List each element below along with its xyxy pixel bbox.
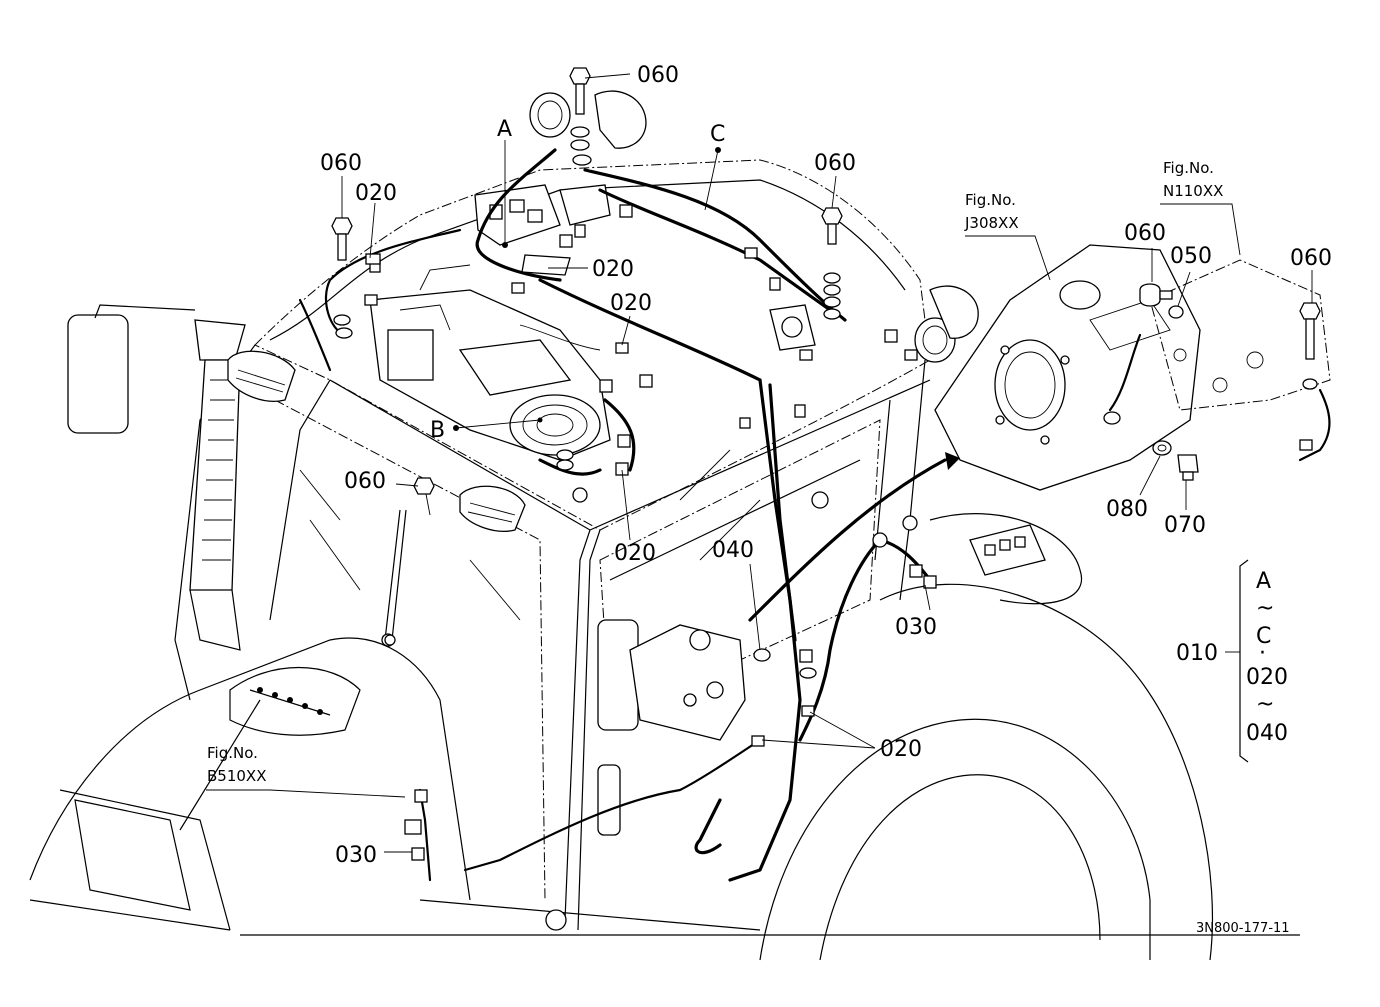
bolt-060-n: [1299, 302, 1321, 390]
label-020-lower: 020: [614, 541, 656, 566]
exhaust-stack: [189, 319, 246, 651]
callout-labels: 060 060 020 060 020 020 060 020 040 030 …: [320, 63, 1332, 868]
label-050: 050: [1170, 244, 1212, 269]
label-060-n: 060: [1290, 246, 1332, 271]
bolt-060-right: [821, 207, 843, 320]
assembly-legend: 010 A ~ C · 020 ~ 040: [1176, 569, 1288, 746]
label-020-mid: 020: [592, 257, 634, 282]
label-060-right: 060: [814, 151, 856, 176]
legend-item-tilde2: ~: [1256, 692, 1274, 717]
label-060-lower: 060: [344, 469, 386, 494]
figure-references: Fig.No. J308XX Fig.No. N110XX Fig.No. B5…: [207, 159, 1223, 785]
hood-grille: [257, 687, 323, 715]
legend-item-dot: ·: [1259, 641, 1266, 666]
transmission-housing: [934, 244, 1201, 491]
fig-ref-j308-line1: Fig.No.: [965, 191, 1016, 209]
label-070: 070: [1164, 513, 1206, 538]
label-020-bottom: 020: [880, 737, 922, 762]
label-020-mid2: 020: [610, 291, 652, 316]
switch-panel: [969, 524, 1046, 576]
label-030-right: 030: [895, 615, 937, 640]
label-030-left: 030: [335, 843, 377, 868]
control-valve: [629, 624, 746, 741]
bolt-060-left: [331, 217, 353, 339]
bolt-060-j: [1139, 283, 1173, 307]
left-mirror: [67, 304, 196, 434]
legend-item-040: 040: [1246, 721, 1288, 746]
washer-assembly: [753, 411, 1121, 679]
label-040: 040: [712, 538, 754, 563]
fig-ref-n110-line1: Fig.No.: [1163, 159, 1214, 177]
work-lights: [227, 90, 979, 532]
wiper-arm: [381, 509, 407, 647]
label-060-top: 060: [637, 63, 679, 88]
washer-080: [1152, 440, 1172, 456]
legend-item-020: 020: [1246, 665, 1288, 690]
letter-b: B: [430, 418, 445, 443]
label-060-left: 060: [320, 151, 362, 176]
fig-ref-b510-line1: Fig.No.: [207, 744, 258, 762]
clamps-020: [365, 253, 1313, 861]
cover-plate: [1149, 259, 1331, 411]
fig-ref-b510-line2: B510XX: [207, 767, 266, 785]
legend-item-a: A: [1256, 569, 1271, 594]
label-020-left: 020: [355, 181, 397, 206]
label-080: 080: [1106, 497, 1148, 522]
fig-ref-j308-line2: J308XX: [964, 214, 1019, 232]
leader-lines: [206, 73, 1313, 853]
legend-item-c: C: [1256, 624, 1271, 649]
bolt-060-top: [569, 67, 592, 166]
fig-ref-n110-line2: N110XX: [1163, 182, 1223, 200]
legend-label: 010: [1176, 641, 1218, 666]
right-mirror: [597, 619, 639, 731]
letter-c: C: [710, 122, 725, 147]
electrical-box: [474, 184, 611, 276]
label-060-j: 060: [1124, 221, 1166, 246]
letter-a: A: [497, 117, 512, 142]
door-handle: [597, 764, 621, 836]
legend-bracket: [1239, 559, 1249, 763]
washer-050: [1168, 305, 1184, 319]
legend-item-tilde1: ~: [1256, 596, 1274, 621]
hvac-unit: [369, 264, 611, 461]
cab-outline: [29, 159, 1300, 961]
plug-070: [1177, 454, 1199, 481]
bolt-060-lower: [413, 449, 574, 495]
connectors: [364, 204, 923, 931]
drawing-code: 3N800-177-11: [1196, 921, 1290, 936]
speaker: [769, 304, 816, 351]
